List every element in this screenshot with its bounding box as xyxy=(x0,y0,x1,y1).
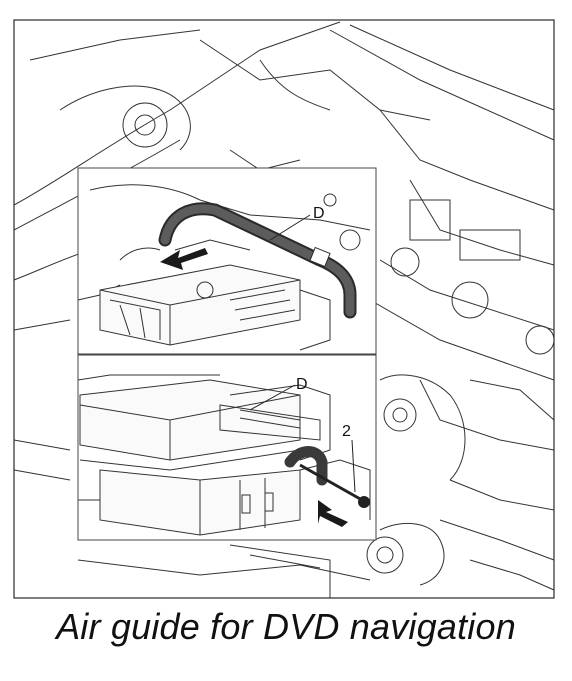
screw-leader xyxy=(351,439,356,493)
part-label-d-top: D xyxy=(313,205,325,222)
screw-head xyxy=(358,496,370,508)
upper-detail-drawing xyxy=(77,184,371,351)
part-label-screw: 2 xyxy=(342,423,351,440)
part-label-d-bottom: D xyxy=(296,376,308,393)
removal-arrow-top xyxy=(160,248,208,270)
lower-detail-drawing xyxy=(77,374,371,536)
screw-shaft xyxy=(299,463,363,502)
engine-bay-background xyxy=(13,21,555,591)
figure-caption: Air guide for DVD navigation xyxy=(56,606,516,647)
air-guide-duct-bottom xyxy=(284,446,328,486)
engine-bay-lower xyxy=(77,544,371,598)
removal-arrow-bottom xyxy=(318,500,348,527)
